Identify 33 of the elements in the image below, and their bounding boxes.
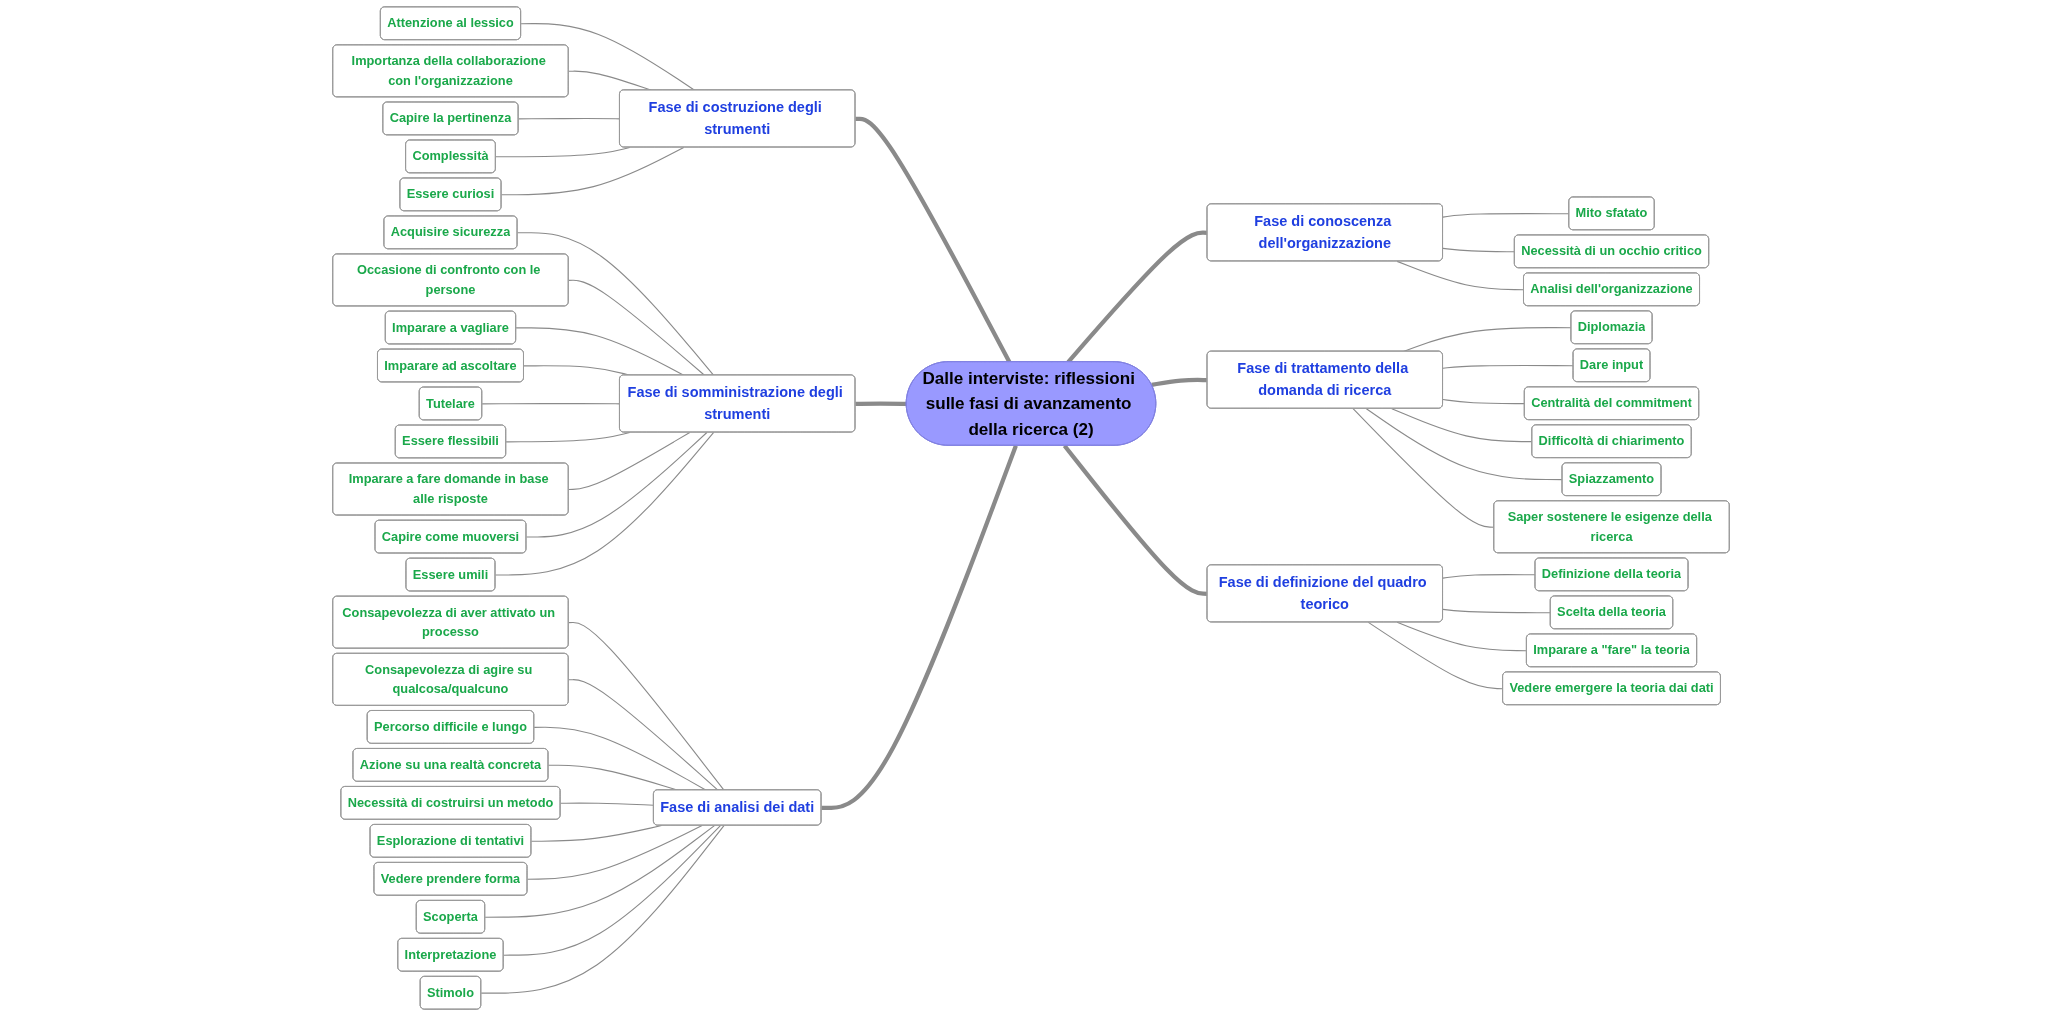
connector (568, 621, 725, 791)
connector (855, 401, 907, 406)
connector (1442, 365, 1574, 369)
connector (481, 403, 621, 405)
connector (568, 679, 719, 791)
connector (1367, 621, 1504, 690)
connector (568, 431, 691, 490)
connector (1391, 408, 1533, 443)
connector (526, 825, 703, 880)
connector (495, 146, 631, 158)
connector (1442, 398, 1526, 405)
connector (1396, 621, 1528, 652)
connector (1442, 247, 1516, 253)
connector (494, 431, 715, 576)
connector (518, 118, 621, 120)
connector (1442, 608, 1552, 614)
connector (1365, 408, 1563, 481)
connector (516, 232, 715, 376)
connector (1442, 213, 1570, 218)
connector (484, 825, 715, 918)
connector (559, 802, 655, 806)
connector (568, 279, 706, 376)
connector (500, 146, 685, 196)
connector (1396, 260, 1525, 291)
connector (1151, 377, 1208, 387)
connector (503, 825, 721, 956)
connector (505, 431, 631, 443)
connector (821, 444, 1018, 810)
connector (1062, 444, 1208, 596)
connector (1352, 408, 1495, 528)
connector (480, 825, 725, 994)
connector (1442, 574, 1536, 579)
connector (525, 431, 708, 538)
